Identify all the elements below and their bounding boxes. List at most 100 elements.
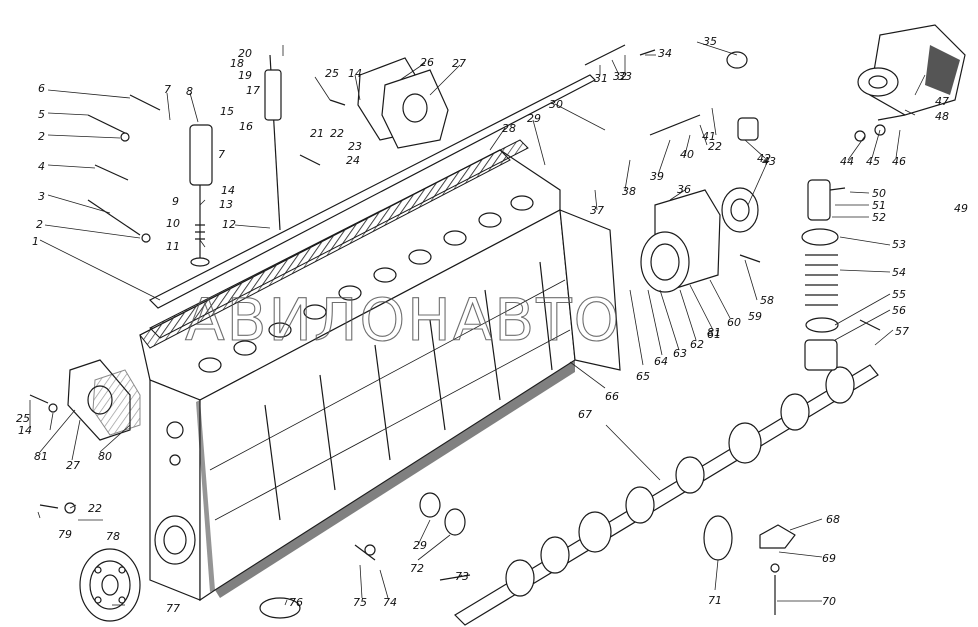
callout: 5: [38, 108, 45, 121]
callout: 79: [58, 528, 72, 541]
callout: 2: [36, 218, 43, 231]
callout: 26: [420, 56, 434, 69]
callout: 32: [613, 70, 627, 83]
cylinder-bores: [198, 195, 534, 373]
callout: 10: [166, 217, 180, 230]
callout: 46: [892, 155, 906, 168]
callout: 17: [246, 84, 260, 97]
callout: 20: [238, 47, 252, 60]
callout: 44: [840, 155, 854, 168]
callout: 68: [826, 513, 840, 526]
callout: 66: [605, 390, 619, 403]
callout: 53: [892, 238, 906, 251]
camshaft: [454, 364, 879, 626]
callout: 33: [618, 70, 632, 83]
callout: 62: [690, 338, 704, 351]
callout: 25: [16, 412, 30, 425]
callout: 4: [38, 160, 45, 173]
callout: 29: [413, 539, 427, 552]
callout: 36: [677, 183, 691, 196]
callout: 23: [348, 140, 362, 153]
callout: 8: [186, 85, 193, 98]
callout: 52: [872, 211, 886, 224]
callout: 74: [383, 596, 397, 609]
watermark: АВИЛОНАВТО: [185, 286, 621, 354]
callout-labels: 1 2 2 3 4 5 6 7 7 8 9 10 11 12 13 14 14 …: [16, 35, 968, 615]
callout: 51: [872, 199, 886, 212]
callout: 76: [289, 596, 303, 609]
callout: 54: [892, 266, 906, 279]
callout: 77: [166, 602, 180, 615]
camshaft-gear: [79, 548, 141, 622]
callout: 69: [822, 552, 836, 565]
callout: 14: [221, 184, 235, 197]
callout: 22: [330, 127, 344, 140]
callout: 60: [727, 316, 741, 329]
callout: 47: [935, 95, 949, 108]
callout: 71: [708, 594, 722, 607]
callout: 27: [452, 57, 466, 70]
callout: 80: [98, 450, 112, 463]
callout: 40: [680, 148, 694, 161]
callout: 41: [702, 130, 716, 143]
callout: 21: [310, 127, 324, 140]
callout: 73: [455, 570, 469, 583]
callout: 45: [866, 155, 880, 168]
callout: 65: [636, 370, 650, 383]
callout: 70: [822, 595, 836, 608]
front-cover: [67, 359, 141, 441]
callout: 31: [594, 72, 608, 85]
callout: 50: [872, 187, 886, 200]
callout: 39: [650, 170, 664, 183]
callout: 7: [164, 83, 171, 96]
callout: 14: [18, 424, 32, 437]
valve-lifter-stack: [801, 179, 839, 371]
callout: 27: [66, 459, 80, 472]
callout: 13: [219, 198, 233, 211]
callout: 72: [410, 562, 424, 575]
leader-lines: [29, 41, 926, 606]
callout: 3: [38, 190, 45, 203]
callout: 81: [707, 326, 721, 339]
callout: 24: [346, 154, 360, 167]
callout: 59: [748, 310, 762, 323]
callout: 14: [348, 67, 362, 80]
callout: 18: [230, 57, 244, 70]
callout: 64: [654, 355, 668, 368]
callout: 42: [757, 152, 771, 165]
callout: 34: [658, 47, 672, 60]
callout: 30: [549, 98, 563, 111]
callout: 22: [88, 502, 102, 515]
bearing: [721, 117, 759, 233]
callout: 19: [238, 69, 252, 82]
fuel-pump: [857, 24, 966, 116]
callout: 9: [172, 195, 179, 208]
callout: 1: [32, 235, 39, 248]
callout: 12: [222, 218, 236, 231]
callout: 16: [239, 120, 253, 133]
callout: 49: [954, 202, 968, 215]
callout: 29: [527, 112, 541, 125]
callout: 58: [760, 294, 774, 307]
callout: 7: [218, 148, 225, 161]
callout: 2: [38, 130, 45, 143]
fasteners: [29, 44, 906, 619]
callout: 48: [935, 110, 949, 123]
callout: 11: [166, 240, 180, 253]
callout: 57: [895, 325, 909, 338]
callout: 15: [220, 105, 234, 118]
callout: 67: [578, 408, 592, 421]
callout: 25: [325, 67, 339, 80]
callout: 63: [673, 347, 687, 360]
callout: 75: [353, 596, 367, 609]
callout: 37: [590, 204, 604, 217]
callout: 38: [622, 185, 636, 198]
callout: 43: [762, 155, 776, 168]
callout: 6: [38, 82, 45, 95]
callout: 28: [502, 122, 516, 135]
callout: 35: [703, 35, 717, 48]
callout: 81: [34, 450, 48, 463]
callout: 56: [892, 304, 906, 317]
callout: 78: [106, 530, 120, 543]
